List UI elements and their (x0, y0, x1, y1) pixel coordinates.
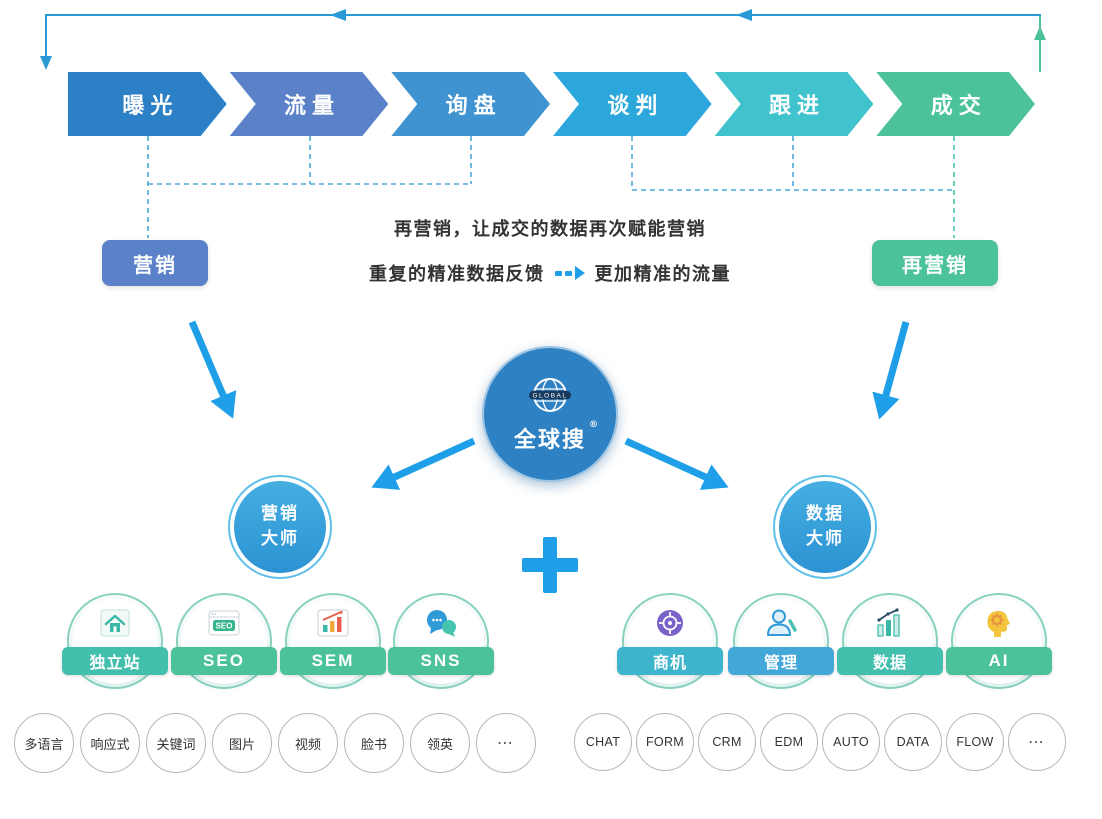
chip-crm: CRM (698, 713, 756, 771)
funnel-step-traffic: 流量 (230, 72, 389, 136)
chip-edm: EDM (760, 713, 818, 771)
feature-band: AI (946, 647, 1052, 675)
feature-band: 管理 (728, 647, 834, 675)
funnel-step-follow-up: 跟进 (715, 72, 874, 136)
marketing-tag: 营销 (102, 240, 208, 286)
feature-sem: SEM (280, 593, 386, 689)
feature-label: 管理 (763, 655, 798, 672)
chip-more-right: ⋯ (1008, 713, 1066, 771)
feature-label: SEO (203, 651, 245, 670)
master-label-line2: 大师 (806, 529, 844, 548)
feature-band: SEO (171, 647, 277, 675)
feature-band: 数据 (837, 647, 943, 675)
arrow-down-icon (40, 56, 52, 70)
logo-banner-text: GLOBAL (532, 392, 567, 399)
feature-opportunity: 商机 (617, 593, 723, 689)
registered-mark: ® (589, 420, 598, 430)
marketing-master-circle: 营销 大师 (228, 475, 332, 579)
feature-ai: AI (946, 593, 1052, 689)
logo-to-marketing-master-arrow (371, 437, 476, 490)
chip-data: DATA (884, 713, 942, 771)
feature-label: 数据 (872, 655, 907, 672)
remarketing-description-line2: 重复的精准数据反馈 更加精准的流量 (300, 260, 800, 286)
feature-label: 独立站 (89, 655, 141, 672)
chip-images: 图片 (212, 713, 272, 773)
plus-icon (522, 537, 578, 593)
funnel-step-deal: 成交 (876, 72, 1035, 136)
chip-form: FORM (636, 713, 694, 771)
feature-label: 商机 (652, 655, 687, 672)
feature-band: SNS (388, 647, 494, 675)
chip-keywords: 关键词 (146, 713, 206, 773)
chip-responsive: 响应式 (80, 713, 140, 773)
feature-label: SNS (420, 651, 462, 670)
feature-sns: SNS (388, 593, 494, 689)
funnel-step-label: 曝光 (122, 93, 179, 118)
funnel-step-negotiation: 谈判 (553, 72, 712, 136)
logo-name: 全球搜® (513, 420, 598, 453)
marketing-to-master-arrow (188, 320, 237, 419)
ai-head-icon (987, 610, 1010, 637)
chip-chat: CHAT (574, 713, 632, 771)
chip-more-left: ⋯ (476, 713, 536, 773)
feature-band: 商机 (617, 647, 723, 675)
chip-facebook: 脸书 (344, 713, 404, 773)
feature-label: SEM (311, 651, 355, 670)
master-label-line2: 大师 (261, 529, 299, 548)
remarketing-to-master-arrow (872, 321, 910, 420)
sales-funnel: 曝光 流量 询盘 谈判 跟进 成交 (68, 72, 1035, 136)
home-icon (100, 609, 130, 637)
remarketing-tag: 再营销 (872, 240, 998, 286)
funnel-step-label: 流量 (284, 93, 341, 118)
feature-management: 管理 (728, 593, 834, 689)
bar-chart-icon (877, 608, 900, 637)
chip-auto: AUTO (822, 713, 880, 771)
master-label-line1: 营销 (261, 504, 299, 524)
sns-chat-icon (427, 610, 456, 637)
feature-band: SEM (280, 647, 386, 675)
data-master-circle: 数据 大师 (773, 475, 877, 579)
feature-label: AI (988, 651, 1010, 670)
arrow-left-icon (330, 9, 346, 21)
seo-badge-icon: SEO (208, 610, 240, 636)
remarketing-description-line1: 再营销，让成交的数据再次赋能营销 (394, 219, 706, 239)
feature-seo: SEO SEO (171, 593, 277, 689)
arrow-left-icon (736, 9, 752, 21)
funnel-step-exposure: 曝光 (68, 72, 227, 136)
arrow-up-icon (1034, 26, 1046, 40)
chip-multilingual: 多语言 (14, 713, 74, 773)
funnel-step-label: 谈判 (607, 93, 664, 118)
svg-text:SEO: SEO (216, 622, 233, 631)
funnel-step-label: 成交 (930, 93, 987, 118)
right-chip-row: CHAT FORM CRM EDM AUTO DATA FLOW ⋯ (574, 713, 1066, 771)
feedback-loop-arrows (40, 9, 1046, 72)
chip-flow: FLOW (946, 713, 1004, 771)
funnel-step-inquiry: 询盘 (391, 72, 550, 136)
line2-left-text: 重复的精准数据反馈 (369, 264, 545, 284)
funnel-step-label: 跟进 (769, 93, 826, 118)
sem-chart-icon (317, 609, 349, 637)
feature-independent-site: 独立站 (62, 593, 168, 689)
target-icon (657, 610, 683, 636)
feature-band: 独立站 (62, 647, 168, 675)
master-label-line1: 数据 (806, 504, 844, 524)
left-chip-row: 多语言 响应式 关键词 图片 视频 脸书 领英 ⋯ (14, 713, 536, 773)
global-search-logo: GLOBAL 全球搜® (482, 346, 618, 482)
logo-to-data-master-arrow (624, 437, 729, 490)
chip-video: 视频 (278, 713, 338, 773)
arrow-right-icon (554, 266, 585, 280)
line2-right-text: 更加精准的流量 (594, 264, 731, 284)
funnel-step-label: 询盘 (445, 93, 502, 118)
person-icon (767, 609, 797, 636)
feature-data: 数据 (837, 593, 943, 689)
chip-linkedin: 领英 (410, 713, 470, 773)
globe-icon: GLOBAL (529, 378, 571, 412)
